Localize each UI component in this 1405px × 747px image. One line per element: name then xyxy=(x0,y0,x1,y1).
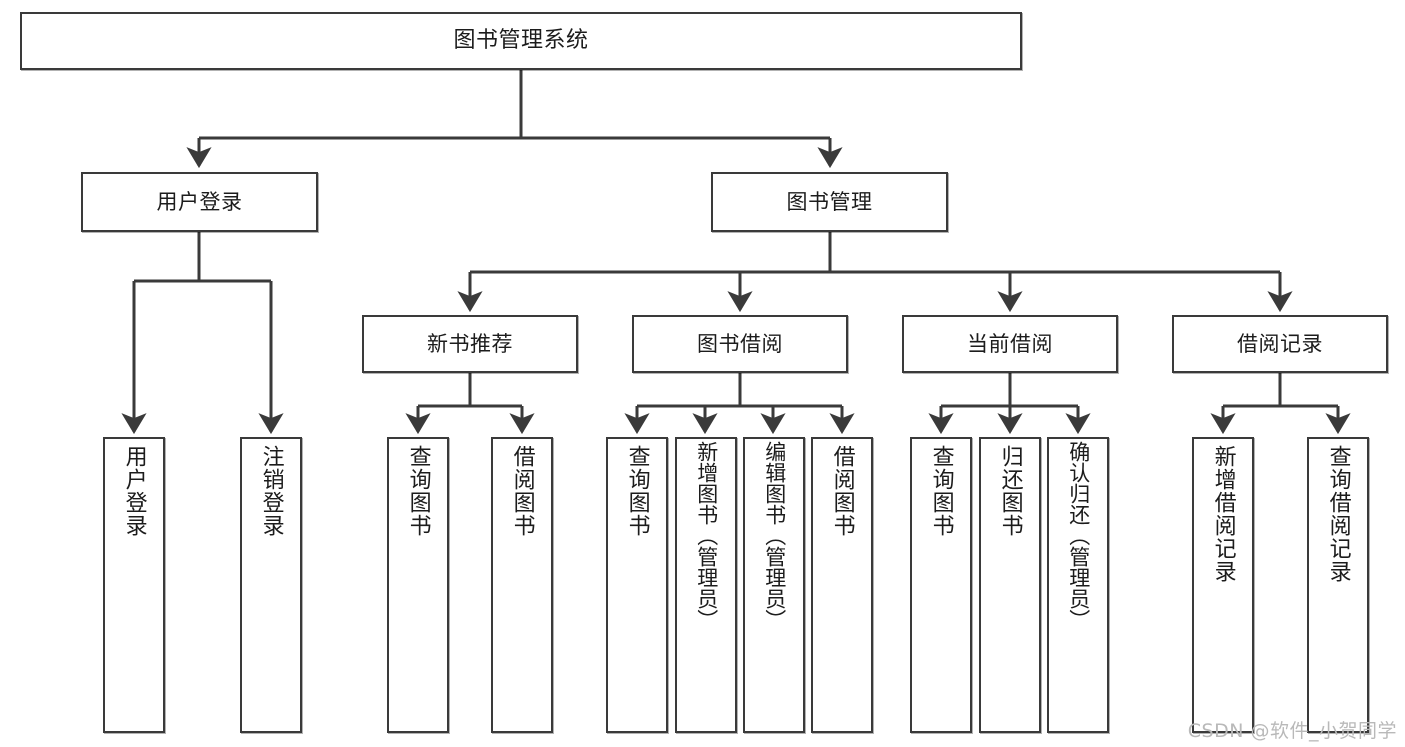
node-leaf-confirm-return[interactable]: 确认归还（管理员） xyxy=(1047,437,1109,733)
node-label: 查询图书 xyxy=(928,445,954,537)
node-label: 图书管理 xyxy=(786,189,873,214)
node-label: 确认归还（管理员） xyxy=(1066,441,1091,630)
node-leaf-borrow-book-1[interactable]: 借阅图书 xyxy=(491,437,553,733)
node-root-system[interactable]: 图书管理系统 xyxy=(20,12,1022,70)
node-label: 新增借阅记录 xyxy=(1210,445,1236,583)
node-label: 查询借阅记录 xyxy=(1325,445,1351,583)
node-label: 图书管理系统 xyxy=(453,28,589,53)
node-label: 归还图书 xyxy=(997,445,1023,537)
node-label: 用户登录 xyxy=(121,445,147,537)
node-label: 查询图书 xyxy=(405,445,431,537)
node-leaf-user-logout[interactable]: 注销登录 xyxy=(240,437,302,733)
node-leaf-user-login[interactable]: 用户登录 xyxy=(103,437,165,733)
node-label: 当前借阅 xyxy=(967,331,1053,356)
node-label: 编辑图书（管理员） xyxy=(762,441,787,630)
node-leaf-add-borrow-record[interactable]: 新增借阅记录 xyxy=(1192,437,1254,733)
node-label: 新书推荐 xyxy=(427,331,513,356)
node-label: 借阅记录 xyxy=(1237,331,1323,356)
node-current-borrow[interactable]: 当前借阅 xyxy=(902,315,1118,373)
node-book-borrow[interactable]: 图书借阅 xyxy=(632,315,848,373)
node-leaf-return-book[interactable]: 归还图书 xyxy=(979,437,1041,733)
node-new-book-recommend[interactable]: 新书推荐 xyxy=(362,315,578,373)
node-label: 借阅图书 xyxy=(509,445,535,537)
node-leaf-query-book-1[interactable]: 查询图书 xyxy=(387,437,449,733)
node-leaf-query-borrow-record[interactable]: 查询借阅记录 xyxy=(1307,437,1369,733)
node-leaf-add-book[interactable]: 新增图书（管理员） xyxy=(675,437,737,733)
node-leaf-edit-book[interactable]: 编辑图书（管理员） xyxy=(743,437,805,733)
node-borrow-record[interactable]: 借阅记录 xyxy=(1172,315,1388,373)
node-label: 注销登录 xyxy=(258,445,284,537)
node-label: 查询图书 xyxy=(624,445,650,537)
node-leaf-borrow-book-2[interactable]: 借阅图书 xyxy=(811,437,873,733)
node-leaf-query-book-3[interactable]: 查询图书 xyxy=(910,437,972,733)
watermark-text: CSDN @软件_小贺同学 xyxy=(1187,720,1397,742)
node-user-login[interactable]: 用户登录 xyxy=(81,172,318,232)
node-book-manage[interactable]: 图书管理 xyxy=(711,172,948,232)
node-leaf-query-book-2[interactable]: 查询图书 xyxy=(606,437,668,733)
node-label: 新增图书（管理员） xyxy=(694,441,719,630)
node-label: 图书借阅 xyxy=(697,331,783,356)
node-label: 借阅图书 xyxy=(829,445,855,537)
node-label: 用户登录 xyxy=(156,189,243,214)
